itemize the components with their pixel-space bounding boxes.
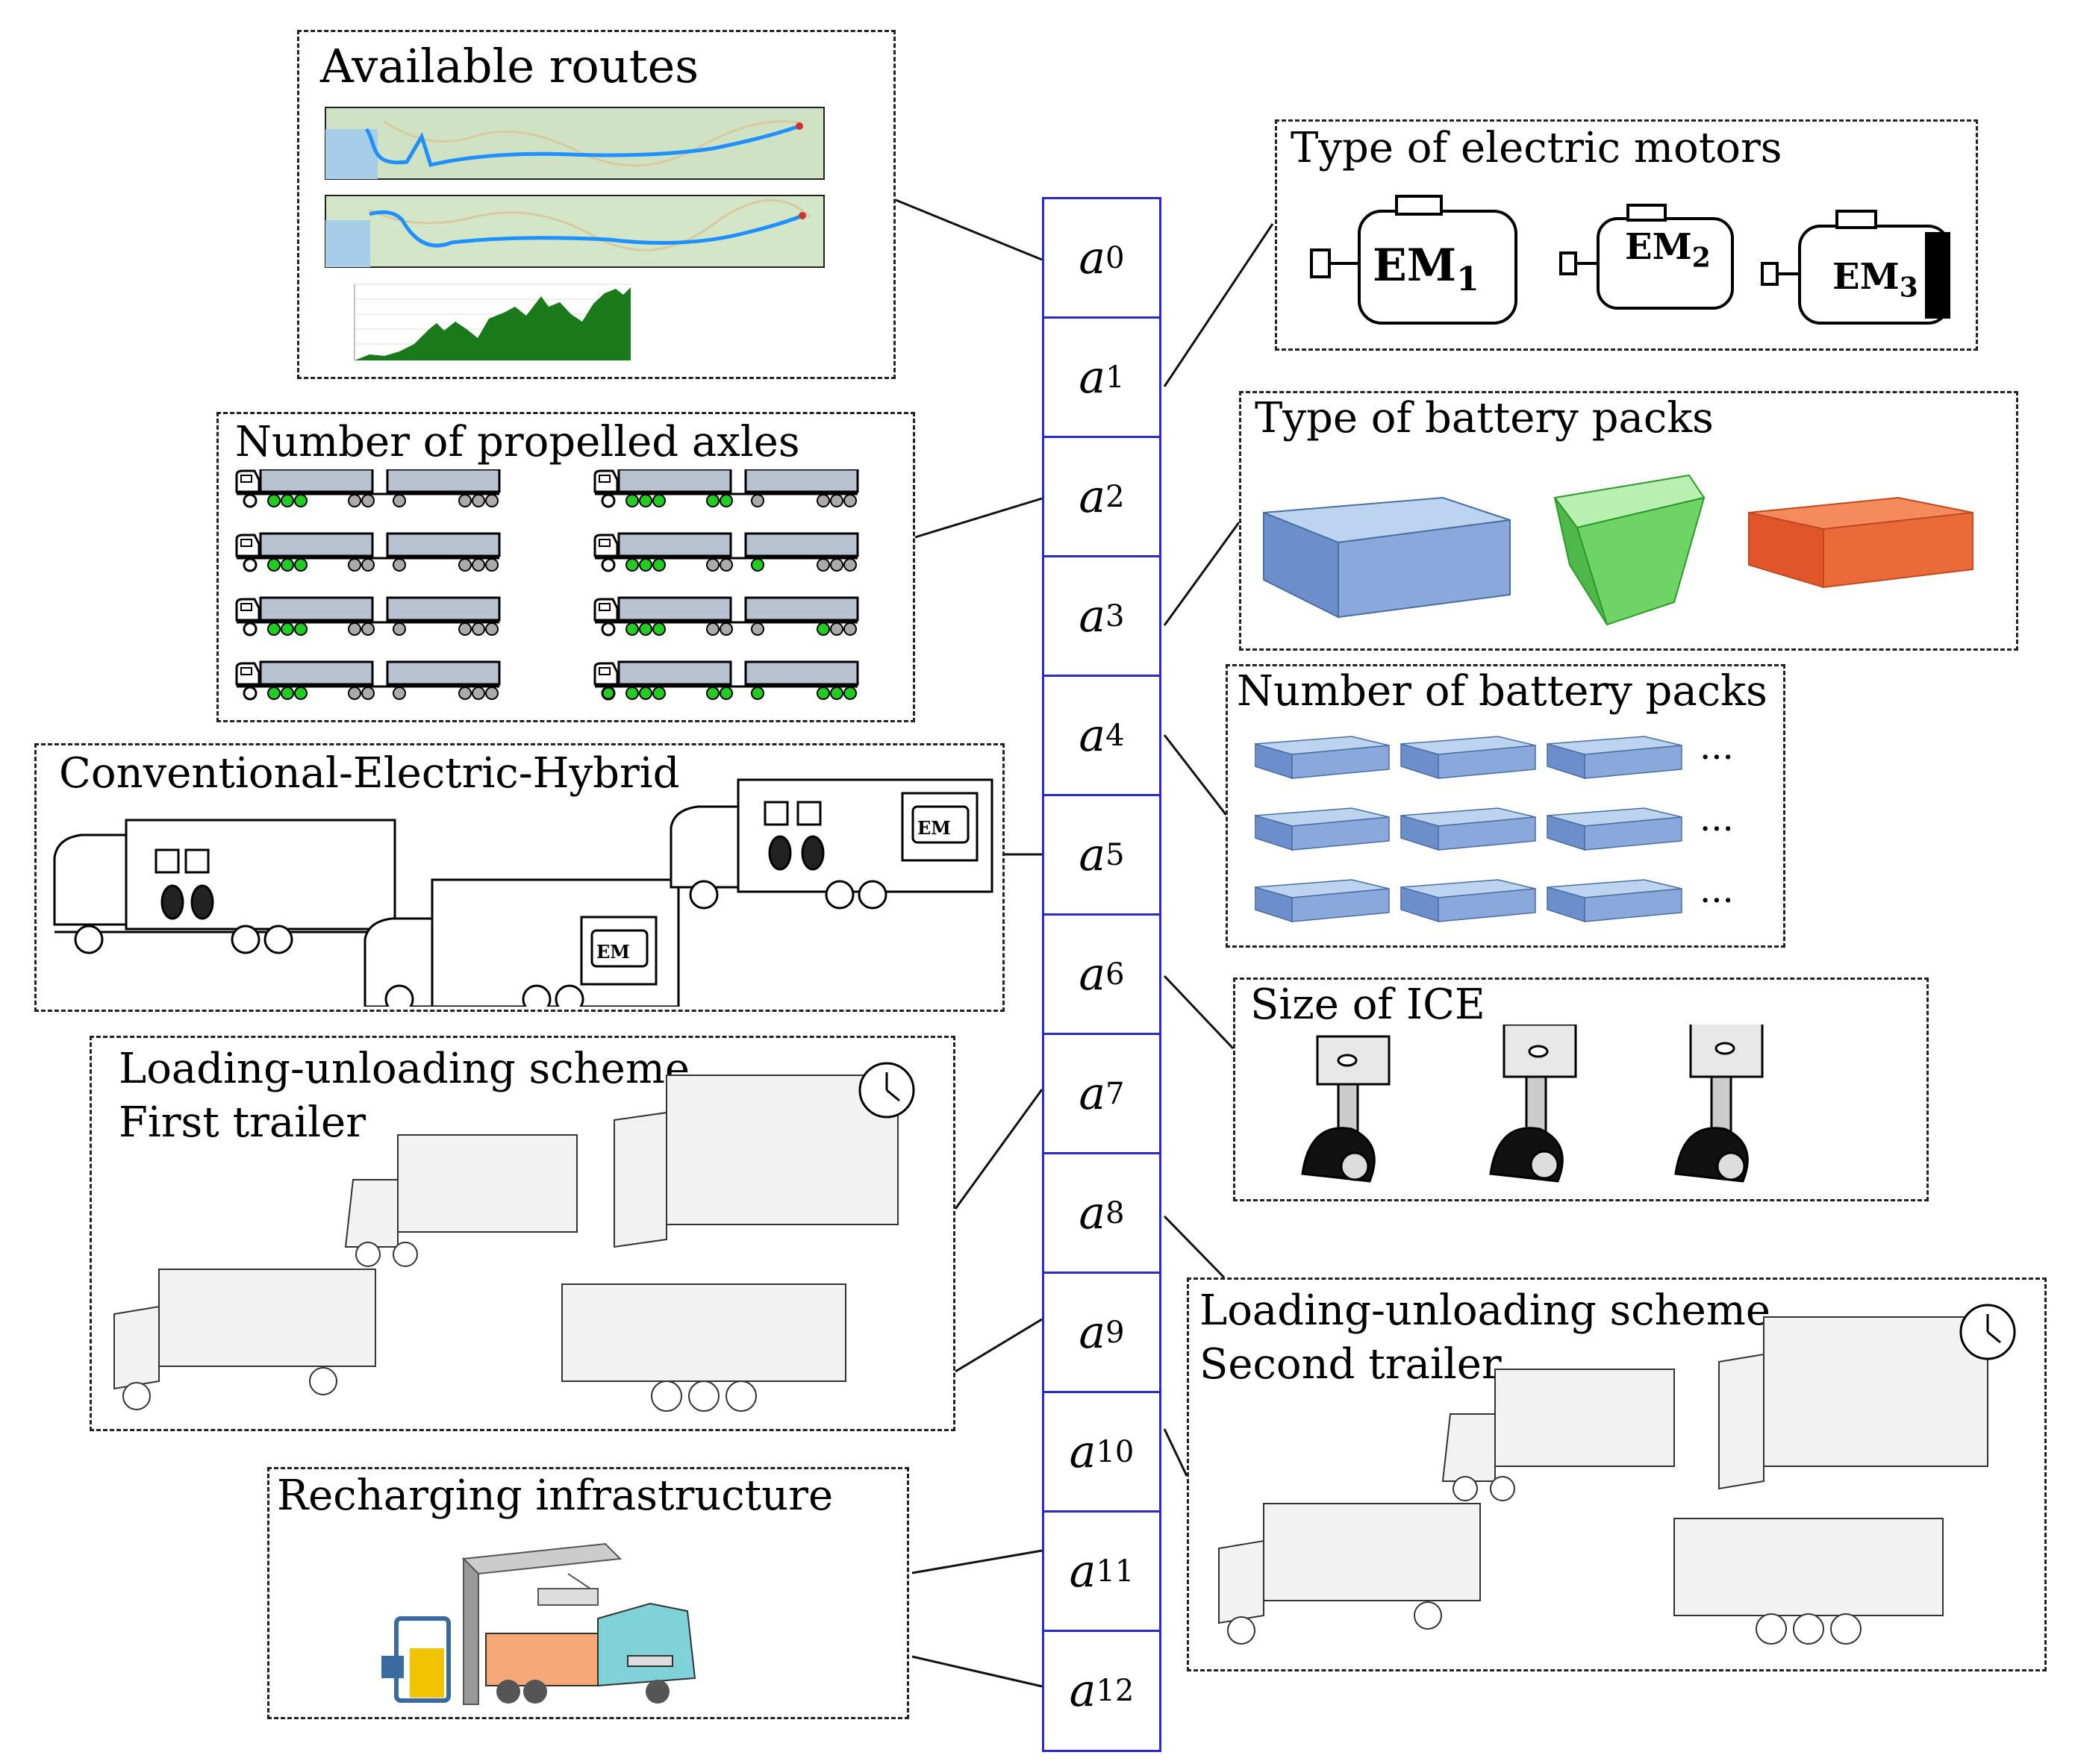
panel-title: Size of ICE: [1250, 980, 1485, 1029]
connector-a6: [1163, 975, 1235, 1050]
panel-title: Number of propelled axles: [235, 418, 800, 466]
piston-icons: [1301, 1025, 1764, 1183]
em-label-hybrid: EM: [917, 817, 951, 839]
truck-axle-grid: [235, 469, 859, 701]
panel-title: Type of battery packs: [1255, 394, 1714, 442]
connector-a10: [1163, 1428, 1188, 1477]
battery-pack-types: [1263, 474, 1973, 626]
panel-title-line2: First trailer: [119, 1098, 366, 1147]
motor-icons: [1310, 195, 1950, 325]
connector-a0: [895, 198, 1043, 261]
ellipsis-row3: ...: [1700, 869, 1734, 911]
ellipsis-row2: ...: [1700, 798, 1734, 839]
route-map-2: [325, 195, 825, 268]
em1-label: EM1: [1373, 240, 1479, 298]
hybrid-trucks-illustration: [53, 778, 993, 1007]
em2-label: EM2: [1625, 226, 1711, 274]
connector-a7: [954, 1089, 1043, 1210]
em3-label: EM3: [1832, 256, 1918, 304]
connector-a1: [1163, 223, 1274, 387]
connector-a4: [1163, 734, 1229, 818]
loading-sketches-1: [113, 1062, 915, 1412]
connector-a2: [914, 497, 1043, 539]
connector-a12: [911, 1655, 1043, 1688]
panel-title-line1: Loading-unloading scheme: [1199, 1286, 1771, 1335]
panel-electric-motors: Type of electric motors EM1 EM2 EM3: [1275, 119, 1978, 351]
panel-battery-count: Number of battery packs ... ... ...: [1226, 664, 1785, 948]
em-label-electric: EM: [596, 941, 630, 963]
route-map-1: [325, 107, 825, 180]
panel-title-line2: Second trailer: [1199, 1340, 1502, 1389]
panel-hybrid: Conventional-Electric-Hybrid EM E: [34, 743, 1005, 1012]
battery-pack-grid: [1255, 736, 1682, 922]
panel-title-line1: Loading-unloading scheme: [119, 1045, 690, 1093]
recharging-illustration: [381, 1542, 696, 1705]
panel-title: Type of electric motors: [1291, 124, 1782, 172]
panel-title: Conventional-Electric-Hybrid: [59, 749, 680, 798]
panel-title: Number of battery packs: [1237, 667, 1767, 716]
panel-battery-types: Type of battery packs: [1239, 391, 2018, 651]
connector-a9: [955, 1318, 1043, 1373]
panel-ice-size: Size of ICE: [1233, 978, 1929, 1201]
panel-propelled-axles: Number of propelled axles: [216, 412, 915, 722]
panel-loading-first-trailer: Loading-unloading scheme First trailer: [90, 1036, 955, 1431]
connector-a8: [1163, 1215, 1226, 1279]
panel-recharging: Recharging infrastructure: [267, 1467, 909, 1719]
connector-a11: [911, 1549, 1043, 1574]
loading-sketches-2: [1218, 1304, 2016, 1645]
panel-title: Recharging infrastructure: [277, 1471, 834, 1520]
elevation-profile-chart: [354, 284, 631, 360]
ellipsis-row1: ...: [1700, 726, 1734, 768]
panel-available-routes: Available routes: [297, 30, 896, 379]
panel-title: Available routes: [320, 39, 699, 93]
connector-a3: [1163, 522, 1241, 626]
panel-loading-second-trailer: Loading-unloading scheme Second trailer: [1187, 1277, 2047, 1671]
